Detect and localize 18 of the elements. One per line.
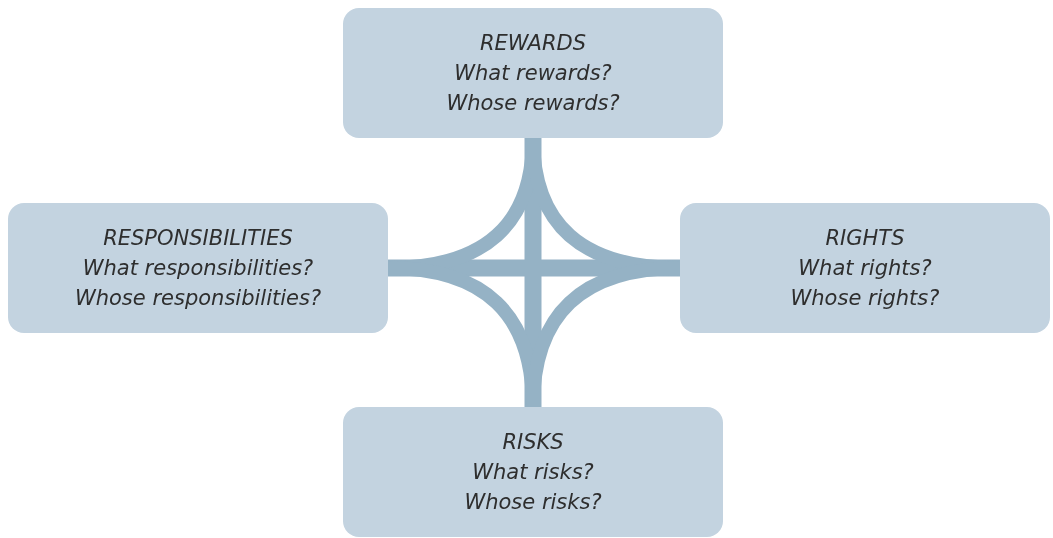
connector-line	[388, 259, 680, 277]
box-question: Whose risks?	[464, 489, 602, 516]
rounded-box	[343, 8, 723, 138]
box-question: Whose rewards?	[446, 90, 620, 117]
box-question: What rewards?	[454, 60, 612, 87]
rounded-box	[680, 203, 1050, 333]
box-question: Whose rights?	[790, 285, 940, 312]
rounded-box	[343, 407, 723, 537]
box-question: Whose responsibilities?	[74, 285, 322, 312]
box-question: What risks?	[472, 459, 594, 486]
box-heading: RIGHTS	[825, 225, 905, 252]
box-heading: RESPONSIBILITIES	[103, 225, 293, 252]
connector-line	[524, 138, 542, 407]
box-question: What rights?	[798, 255, 932, 282]
box-heading: RISKS	[502, 429, 564, 456]
rounded-box	[8, 203, 388, 333]
box-heading: REWARDS	[479, 30, 586, 57]
box-question: What responsibilities?	[82, 255, 314, 282]
